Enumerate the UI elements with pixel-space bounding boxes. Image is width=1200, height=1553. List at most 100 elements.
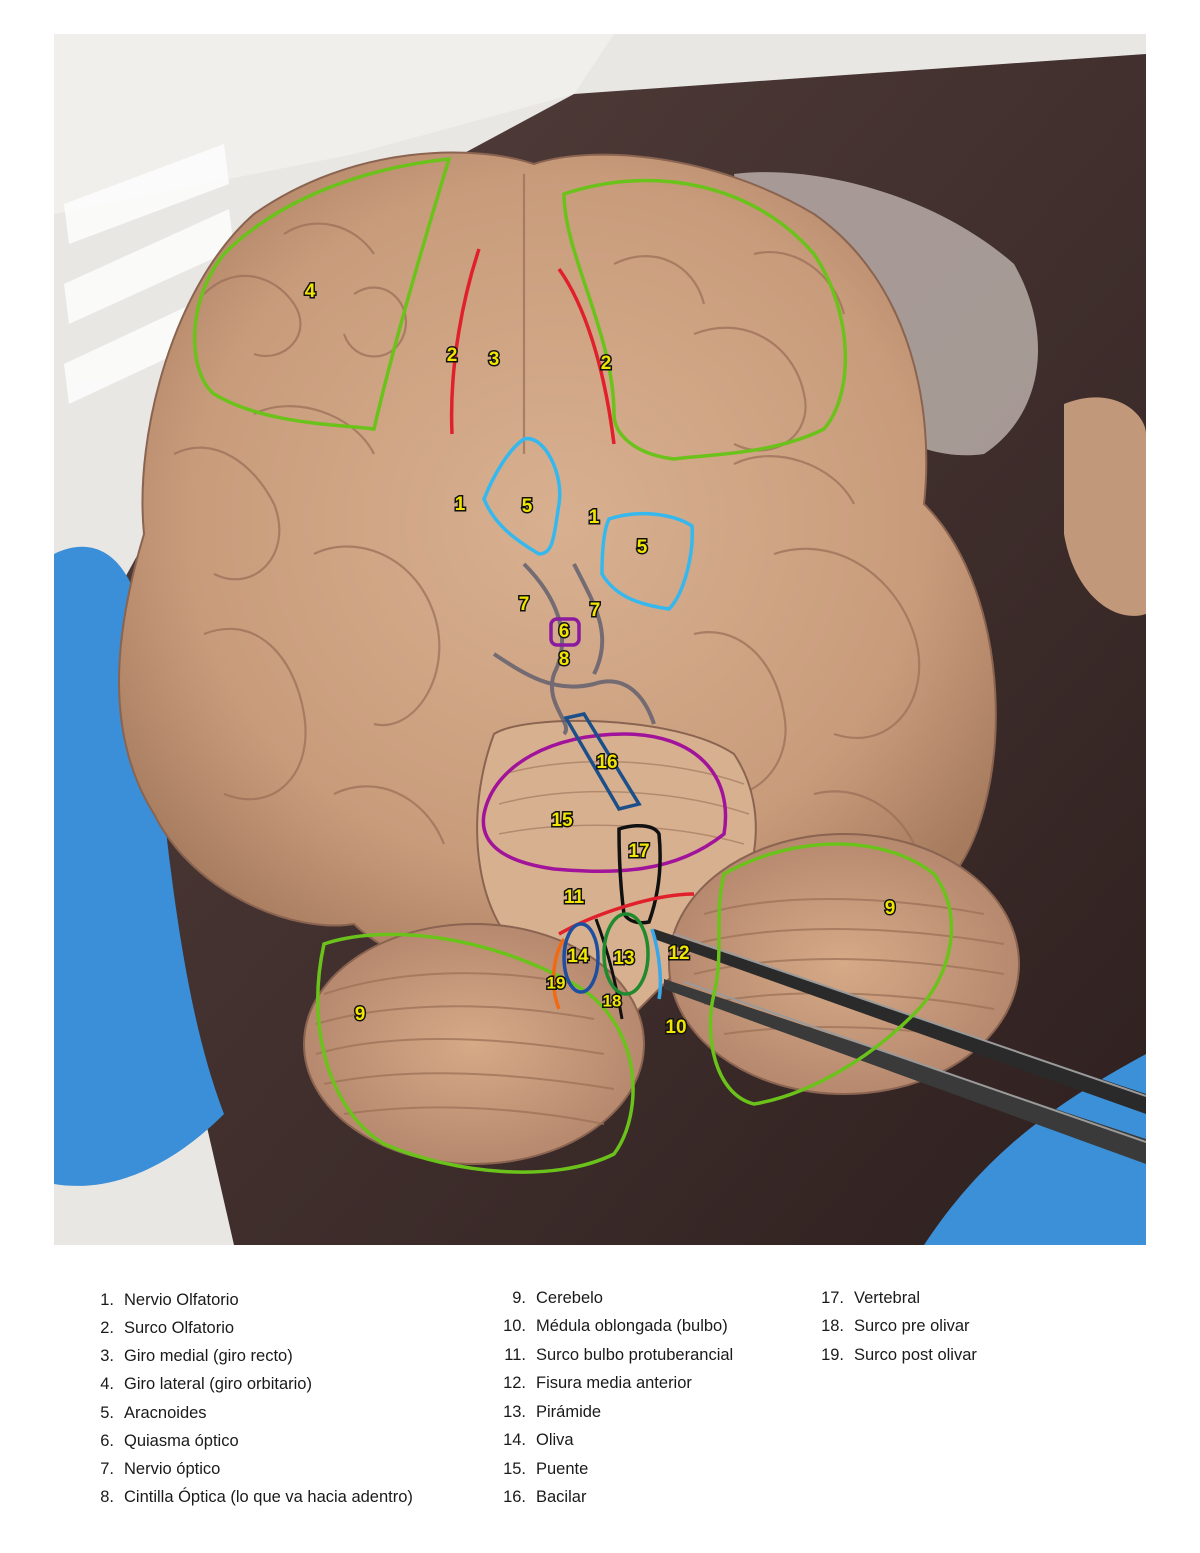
label-19: 19: [547, 973, 566, 992]
tissue-fragment: [1064, 397, 1146, 616]
legend-number: 18.: [821, 1317, 844, 1335]
line-olfactory-sulcus-right: [557, 267, 616, 445]
line-anterior-median-fissure: [650, 928, 663, 1000]
legend-item-4: 4. Giro lateral (giro orbitario): [78, 1374, 312, 1394]
vessels: [492, 562, 656, 736]
right-glove: [924, 1054, 1146, 1245]
number-labels: 4 2 3 2 1 5 1 5 7 7 6 8 16 15 17 11 9 14…: [303, 280, 897, 1040]
legend-text: Cerebelo: [536, 1289, 603, 1307]
label-7-left: 7: [519, 594, 530, 615]
legend-number: 17.: [821, 1289, 844, 1307]
label-18: 18: [603, 991, 622, 1010]
legend-number: 1.: [100, 1291, 114, 1309]
legend-text: Quiasma óptico: [124, 1432, 239, 1450]
forceps: [654, 929, 1146, 1164]
legend-text: Médula oblongada (bulbo): [536, 1317, 728, 1335]
legend-number: 7.: [100, 1460, 114, 1478]
legend-text: Surco bulbo protuberancial: [536, 1346, 734, 1364]
legend-item-7: 7.Nervio óptico: [78, 1459, 220, 1479]
legend-item-3: 3.Giro medial (giro recto): [78, 1346, 293, 1366]
right-cerebellum: [668, 833, 1020, 1095]
label-12: 12: [668, 943, 689, 964]
legend-number: 5.: [100, 1404, 114, 1422]
legend-number: 13.: [503, 1403, 526, 1421]
legend-item-2: 2. Surco Olfatorio: [78, 1318, 234, 1338]
label-9-left: 9: [355, 1004, 366, 1025]
legend-item-19: 19.Surco post olivar: [808, 1345, 977, 1365]
outline-lateral-gyrus-right: [562, 178, 848, 461]
label-16: 16: [596, 752, 617, 773]
legend-item-8: 8. Cintilla Óptica (lo que va hacia adent…: [78, 1487, 413, 1507]
legend-number: 9.: [512, 1289, 526, 1307]
legend-item-12: 12. Fisura media anterior: [490, 1373, 692, 1393]
outline-vertebral: [617, 823, 662, 925]
legend-text: Giro medial (giro recto): [124, 1347, 293, 1365]
gyri-texture: [173, 174, 921, 845]
label-5-left: 5: [522, 496, 533, 517]
label-1-left: 1: [455, 494, 466, 515]
legend-item-6: 6. Quiasma óptico: [78, 1431, 239, 1451]
folia: [315, 898, 1005, 1125]
outline-cerebellum-left: [316, 932, 635, 1174]
label-15: 15: [551, 810, 573, 831]
label-13: 13: [613, 948, 634, 969]
line-post-olivar-sulcus: [551, 938, 566, 1010]
legend-text: Surco Olfatorio: [124, 1319, 235, 1337]
legend-text: Cintilla Óptica (lo que va hacia adentro…: [124, 1488, 413, 1506]
legend-text: Puente: [536, 1460, 589, 1478]
label-9-right: 9: [885, 898, 896, 919]
legend-text: Giro lateral (giro orbitario): [124, 1375, 312, 1393]
legend-number: 10.: [503, 1317, 526, 1335]
outline-arachnoid-right: [600, 511, 694, 611]
legend-number: 8.: [100, 1488, 114, 1506]
legend: 1. Nervio Olfatorio 2. Surco Olfatorio 3.G…: [0, 1282, 1200, 1542]
left-cerebellum: [303, 923, 645, 1165]
legend-item-1: 1. Nervio Olfatorio: [78, 1290, 239, 1310]
outline-pons: [481, 732, 728, 873]
legend-text: Bacilar: [536, 1488, 587, 1506]
label-11: 11: [564, 887, 585, 908]
legend-text: Pirámide: [536, 1403, 602, 1421]
outline-lateral-gyrus-left: [192, 156, 452, 431]
legend-text: Vertebral: [854, 1289, 921, 1307]
legend-number: 4.: [100, 1375, 114, 1393]
label-8: 8: [559, 649, 570, 670]
legend-number: 2.: [100, 1319, 114, 1337]
label-4: 4: [305, 281, 316, 302]
legend-item-13: 13. Pirámide: [490, 1402, 601, 1422]
label-2-right: 2: [601, 353, 612, 374]
legend-item-11: 11. Surco bulbo protuberancial: [490, 1345, 733, 1365]
legend-number: 6.: [100, 1432, 114, 1450]
legend-number: 16.: [503, 1488, 526, 1506]
outline-basilar: [563, 712, 642, 812]
label-7-right: 7: [590, 600, 601, 621]
label-14: 14: [567, 946, 589, 967]
legend-item-15: 15.Puente: [490, 1459, 588, 1479]
legend-number: 12.: [503, 1374, 526, 1392]
brain-photo: 4 2 3 2 1 5 1 5 7 7 6 8 16 15 17 11 9 14…: [54, 34, 1146, 1245]
legend-item-14: 14. Oliva: [490, 1430, 574, 1450]
left-glove: [54, 546, 224, 1186]
legend-number: 11.: [504, 1346, 526, 1364]
outline-arachnoid-left: [482, 437, 562, 556]
cerebral-hemispheres: [118, 151, 997, 977]
label-10: 10: [665, 1017, 686, 1038]
annotated-brain-image: 4 2 3 2 1 5 1 5 7 7 6 8 16 15 17 11 9 14…: [54, 34, 1146, 1245]
legend-item-5: 5. Aracnoides: [78, 1403, 207, 1423]
outline-olive: [562, 922, 600, 994]
label-17: 17: [628, 841, 649, 862]
legend-text: Oliva: [536, 1431, 574, 1449]
outline-pyramid: [602, 912, 650, 996]
legend-text: Fisura media anterior: [536, 1374, 692, 1392]
label-1-right: 1: [589, 507, 600, 528]
legend-number: 14.: [503, 1431, 526, 1449]
label-3: 3: [489, 349, 500, 370]
legend-text: Aracnoides: [124, 1404, 207, 1422]
legend-item-10: 10. Médula oblongada (bulbo): [490, 1316, 728, 1336]
legend-item-16: 16. Bacilar: [490, 1487, 586, 1507]
outline-cerebellum-right: [708, 842, 954, 1106]
label-5-right: 5: [637, 537, 648, 558]
legend-text: Surco pre olivar: [854, 1317, 970, 1335]
legend-text: Nervio Olfatorio: [124, 1291, 239, 1309]
legend-item-17: 17. Vertebral: [808, 1288, 920, 1308]
